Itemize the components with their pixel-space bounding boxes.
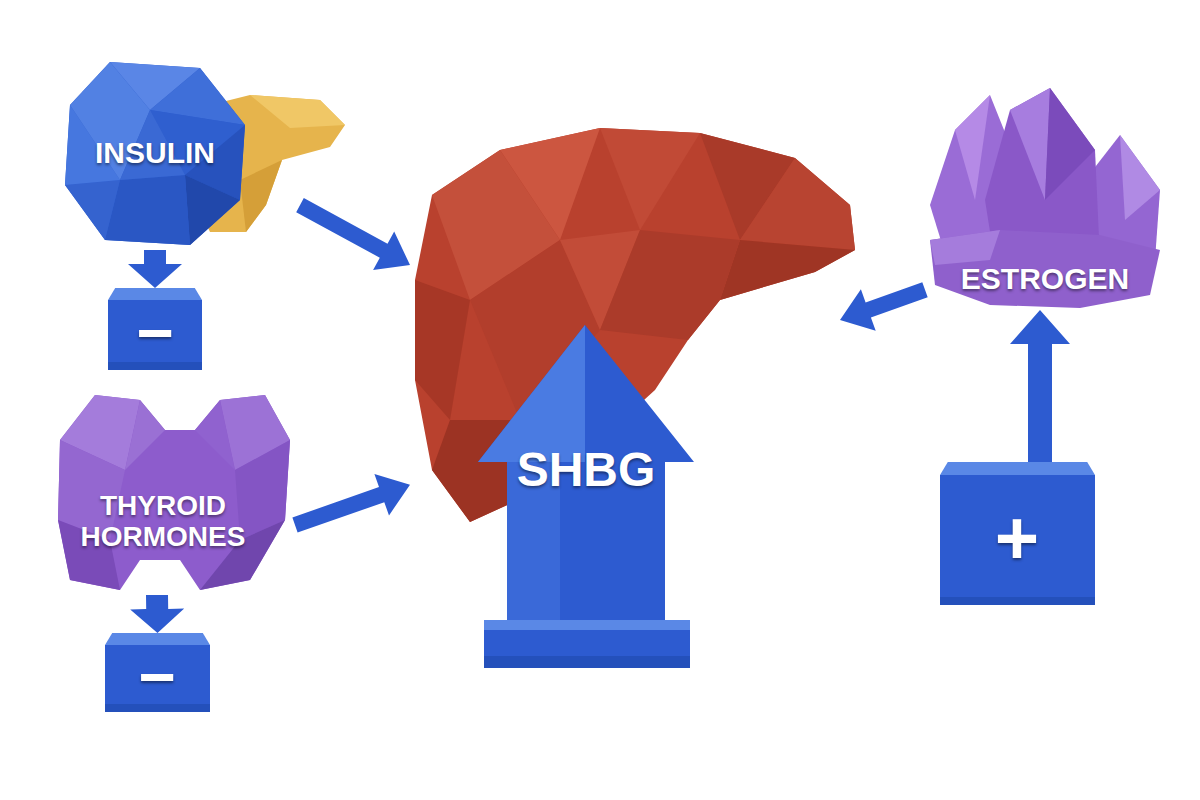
shbg-label: SHBG (517, 444, 656, 497)
facet (484, 656, 690, 668)
pancreas-facet (240, 160, 282, 232)
pancreas-facet (250, 95, 345, 128)
minus-sign: − (138, 642, 175, 712)
facet (195, 400, 235, 470)
thyroid-gland: THYROID HORMONES (55, 385, 295, 595)
hormone-label: INSULIN (95, 136, 215, 169)
box-front (940, 475, 1095, 605)
facet (740, 158, 855, 250)
facet (65, 180, 120, 240)
hormone-label: THYROID HORMONES (68, 491, 258, 553)
facet (930, 230, 1000, 265)
shbg-liver: SHBG (410, 125, 840, 670)
facet (125, 400, 165, 470)
thyroid-shape (58, 395, 290, 590)
facet (185, 175, 240, 245)
insulin-shape (65, 62, 245, 245)
arrow-connector (292, 474, 410, 533)
minus-box: − (105, 633, 210, 712)
facet (478, 325, 585, 462)
facet (484, 620, 690, 630)
facet (720, 240, 855, 300)
arrow-connector (128, 250, 182, 288)
facet (415, 280, 470, 420)
box-shade (940, 597, 1095, 605)
insulin-hormone: INSULIN (60, 55, 300, 250)
arrow-connector (840, 282, 928, 331)
facet (955, 95, 990, 200)
minus-sign: − (136, 298, 173, 368)
plus-sign: + (995, 496, 1039, 580)
facet (1010, 88, 1050, 200)
plus-box: + (940, 462, 1095, 605)
arrow-connector (1010, 310, 1070, 462)
box-top (940, 462, 1095, 475)
facet (1045, 88, 1095, 200)
liver-shape (415, 128, 855, 522)
facet (600, 128, 700, 230)
facet (600, 230, 740, 340)
minus-box: − (108, 288, 202, 370)
hormone-label: ESTROGEN (961, 262, 1129, 295)
arrow-connector (130, 595, 184, 633)
arrow-connector (296, 198, 410, 270)
facet (1120, 135, 1160, 220)
estrogen-crystal: ESTROGEN (925, 85, 1165, 310)
shbg-liver-shape (410, 125, 840, 670)
crystal-base (930, 230, 1160, 308)
thyroid-gland-shape (55, 385, 295, 595)
shbg-arrow (478, 325, 694, 668)
